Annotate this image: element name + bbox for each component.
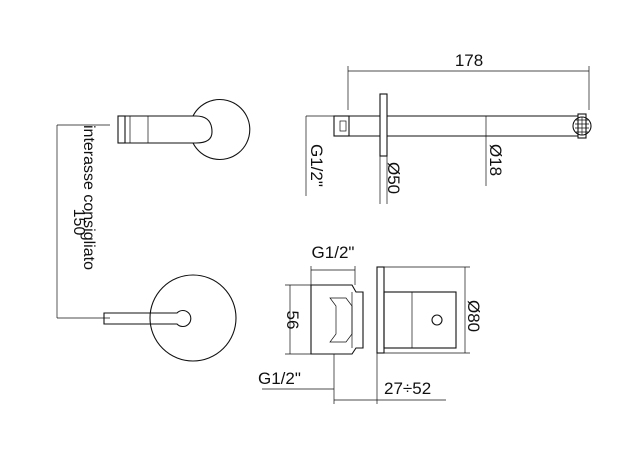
spout-diameter-label: Ø18	[486, 144, 505, 176]
spout-body	[124, 115, 213, 144]
spout-rosette-outline	[192, 99, 251, 160]
valve-inlet-bottom-label: G1/2"	[258, 369, 301, 388]
handle-screw	[431, 314, 443, 326]
wall-depth-label: 27÷52	[384, 379, 431, 398]
spout-outlet-end	[117, 115, 126, 144]
spout-tube	[349, 115, 578, 137]
plate-diameter-label: Ø50	[384, 162, 403, 194]
spout-wall-plate	[379, 93, 388, 157]
valve-body-cartridge	[329, 297, 353, 343]
valve-inlet-top-label: G1/2"	[312, 243, 355, 262]
valve-plate-diameter-label: Ø80	[464, 300, 483, 332]
valve-lever	[103, 309, 192, 328]
valve-wall-plate	[376, 266, 385, 354]
valve-rosette	[149, 274, 237, 362]
recommended-distance-value: 150	[70, 209, 87, 236]
spout-width-label: 178	[455, 51, 483, 70]
valve-height-label: 56	[283, 311, 302, 330]
valve-front-view	[103, 274, 237, 362]
recommended-distance-label: interasse consigliato	[80, 125, 97, 270]
valve-handle	[383, 291, 457, 349]
valve-body	[310, 284, 364, 355]
spout-side-view: 178 G1/2" Ø50 Ø18	[305, 51, 592, 204]
recommended-distance-dimension: 150 interasse consigliato	[56, 124, 110, 319]
spout-connection-label: G1/2"	[307, 144, 326, 187]
spout-front-view	[117, 99, 251, 160]
spout-connector	[333, 115, 350, 137]
spout-shading-lines	[129, 116, 149, 143]
valve-side-view: G1/2" 56 G1/2" Ø80 27÷52	[258, 243, 483, 404]
